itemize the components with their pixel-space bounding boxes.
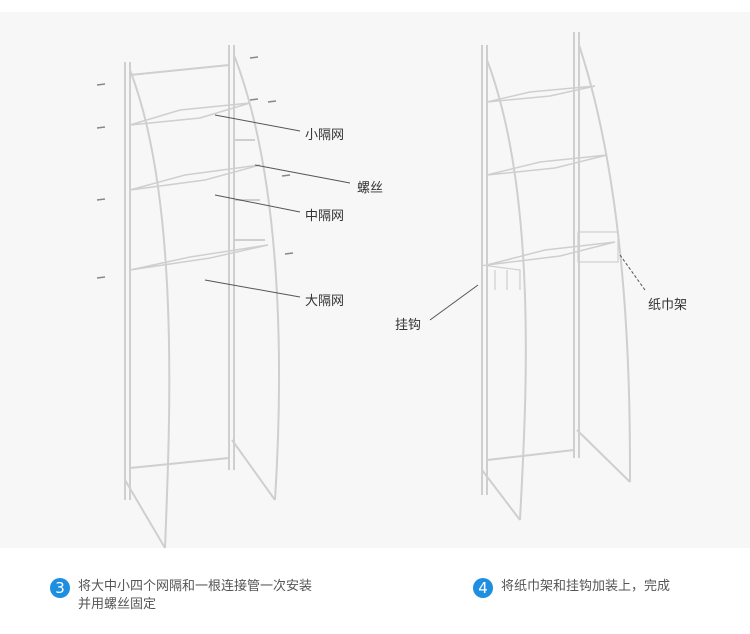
step-3: 3 将大中小四个网隔和一根连接管一次安装并用螺丝固定 [50,578,312,614]
step-number-badge: 4 [473,578,493,598]
step-text: 并用螺丝固定 [78,597,157,612]
right-rack-drawing [429,32,646,521]
label-small-mesh: 小隔网 [305,128,345,143]
label-hook: 挂钩 [395,318,422,333]
step-text: 将纸巾架和挂钩加装上，完成 [501,579,671,594]
step-number-badge: 3 [50,578,70,598]
left-rack-drawing [96,45,351,549]
step-4: 4 将纸巾架和挂钩加装上，完成 [473,578,670,598]
label-towel-rack: 纸巾架 [648,298,688,313]
label-medium-mesh: 中隔网 [305,209,345,224]
step-text: 将大中小四个网隔和一根连接管一次安装 [78,579,313,594]
label-screw: 螺丝 [357,181,384,196]
label-large-mesh: 大隔网 [305,294,345,309]
